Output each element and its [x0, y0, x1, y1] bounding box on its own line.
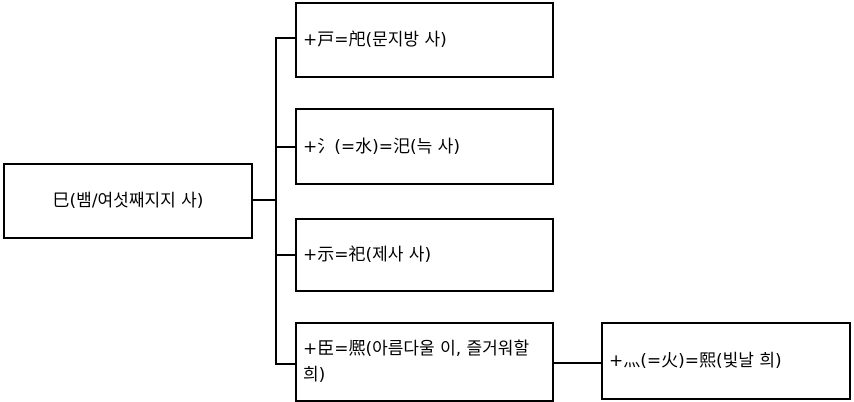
leaf-node: +灬(=火)=熙(빛날 희): [601, 322, 851, 400]
branch-node-1-label: +戸=戺(문지방 사): [303, 30, 447, 50]
root-node-label: 巳(뱀/여섯째지지 사): [52, 191, 204, 211]
branch-node-1: +戸=戺(문지방 사): [295, 2, 554, 78]
connector-root-to-trunk: [252, 199, 277, 201]
leaf-node-label: +灬(=火)=熙(빛날 희): [609, 351, 782, 371]
connector-branch-3: [275, 254, 296, 256]
branch-node-4: +臣=熈(아름다울 이, 즐거워할 희): [295, 322, 554, 402]
branch-node-3-label: +示=祀(제사 사): [303, 245, 432, 265]
branch-node-2-label: +氵(=水)=汜(늑 사): [303, 136, 460, 157]
branch-node-2: +氵(=水)=汜(늑 사): [295, 108, 554, 185]
connector-trunk-vertical: [275, 38, 277, 365]
connector-branch-4: [275, 363, 296, 365]
connector-branch-4-to-leaf: [552, 362, 602, 364]
branch-node-3: +示=祀(제사 사): [295, 218, 554, 292]
root-node: 巳(뱀/여섯째지지 사): [3, 163, 253, 239]
connector-branch-1: [275, 37, 296, 39]
connector-branch-2: [275, 146, 296, 148]
branch-node-4-label: +臣=熈(아름다울 이, 즐거워할 희): [303, 339, 535, 385]
